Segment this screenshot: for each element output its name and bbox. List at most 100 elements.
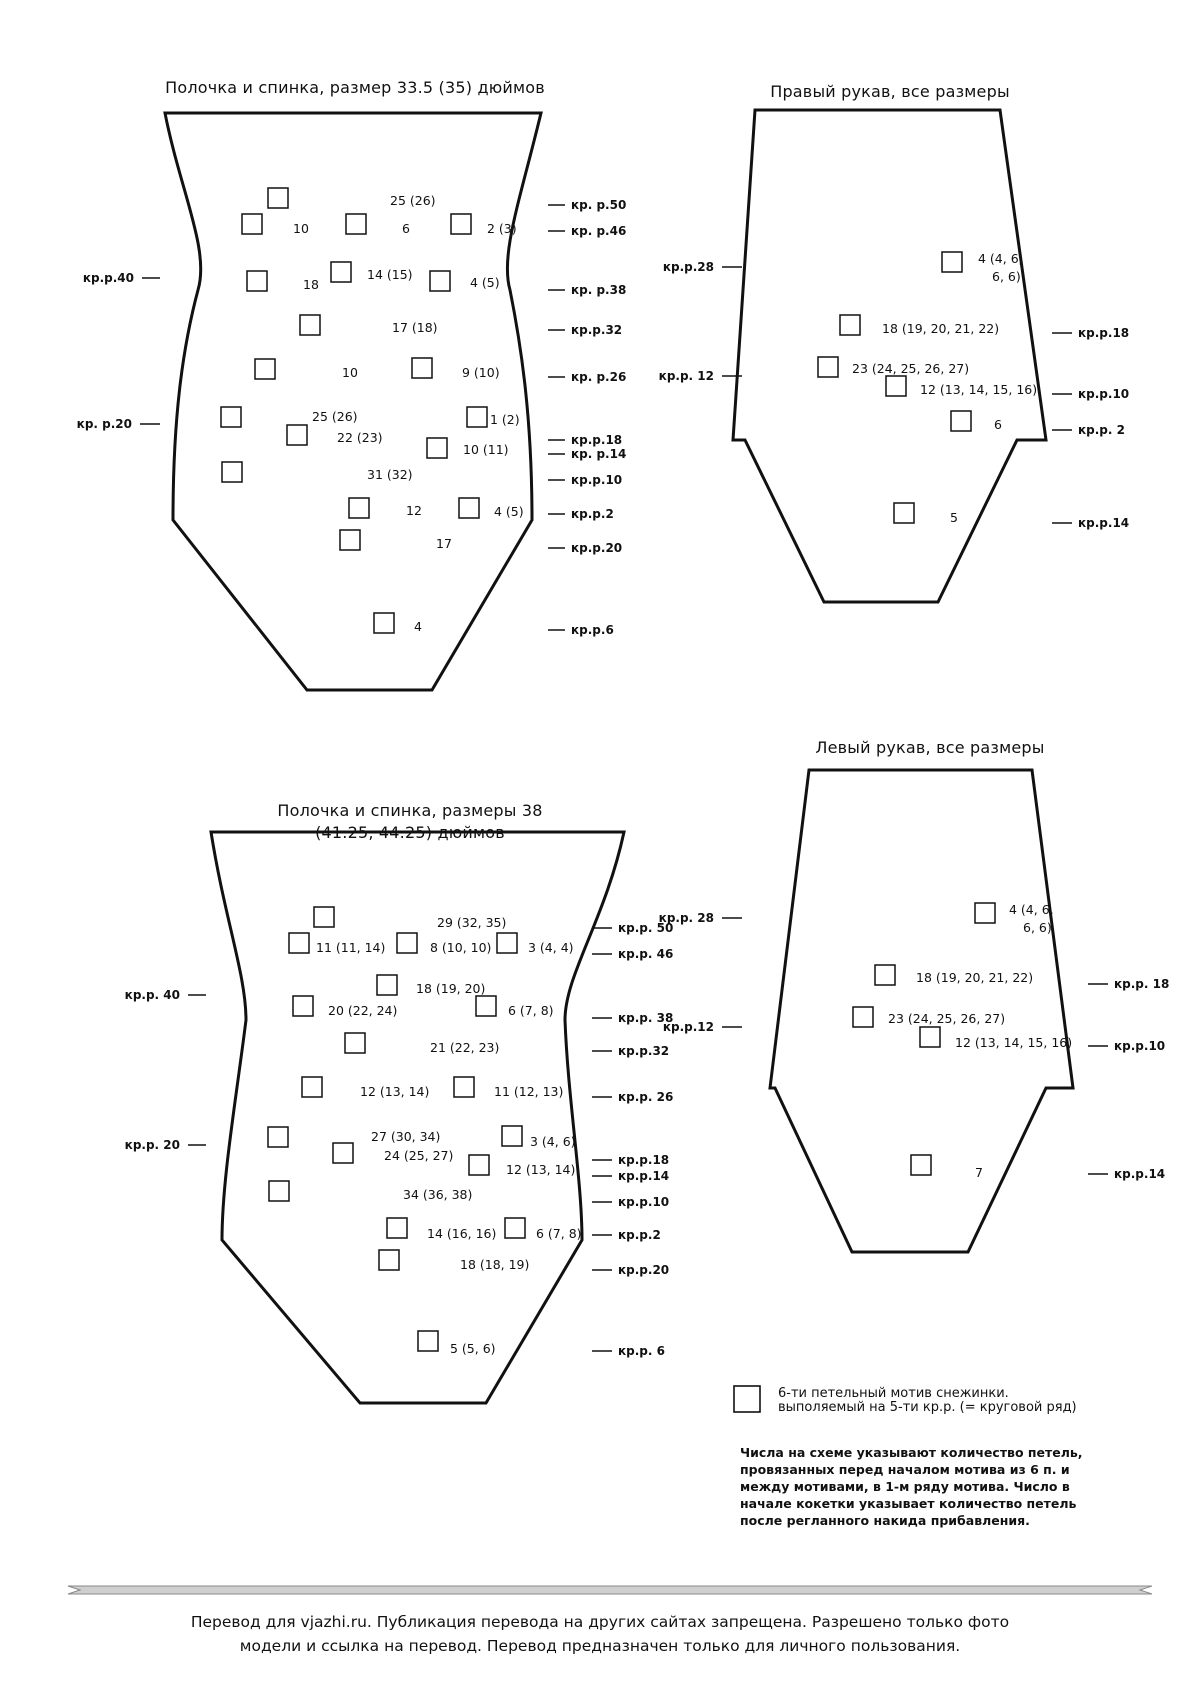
body-small-row-marker-label: кр. р.50	[571, 198, 626, 212]
body-large-motif-label: 34 (36, 38)	[403, 1187, 472, 1202]
body-small-motif-label: 18	[303, 277, 319, 292]
body-small-motif-square	[450, 213, 472, 235]
body-large-row-marker-label: кр.р. 46	[618, 947, 673, 961]
body-large-row-marker-label: кр.р. 50	[618, 921, 673, 935]
footer-text: Перевод для vjazhi.ru. Публикация перево…	[0, 1610, 1200, 1658]
body-large-motif-square	[301, 1076, 323, 1098]
body-small-motif-label: 10 (11)	[463, 442, 509, 457]
body-small-row-marker-label: кр.р.2	[571, 507, 614, 521]
body-small-motif-square	[330, 261, 352, 283]
sleeve-right-motif-label: 12 (13, 14, 15, 16)	[920, 382, 1037, 397]
body-small-motif-square	[345, 213, 367, 235]
body-small-motif-label: 14 (15)	[367, 267, 413, 282]
body-large-motif-square	[504, 1217, 526, 1239]
body-large-row-marker-label: кр.р.2	[618, 1228, 661, 1242]
sleeve-right-motif-square	[839, 314, 861, 336]
sleeve-left-motif-label: 7	[975, 1165, 983, 1180]
sleeve-left-outline	[768, 768, 1075, 1254]
body-small-motif-square	[348, 497, 370, 519]
body-large-outline	[209, 830, 626, 1405]
sleeve-left-motif-square	[910, 1154, 932, 1176]
sleeve-left-motif-label: 23 (24, 25, 26, 27)	[888, 1011, 1005, 1026]
body-large-motif-label: 20 (22, 24)	[328, 1003, 397, 1018]
body-large-motif-square	[501, 1125, 523, 1147]
body-small-motif-label: 17	[436, 536, 452, 551]
body-small-row-marker-label: кр.р.18	[571, 433, 622, 447]
body-small-row-marker-label: кр.р.20	[571, 541, 622, 555]
title-body-small: Полочка и спинка, размер 33.5 (35) дюймо…	[165, 78, 545, 97]
sleeve-right-row-marker-label: кр.р.10	[1078, 387, 1129, 401]
body-large-motif-square	[344, 1032, 366, 1054]
body-small-motif-square	[458, 497, 480, 519]
body-small-motif-square	[286, 424, 308, 446]
sleeve-right-row-marker-label: кр.р. 12	[659, 369, 714, 383]
body-large-motif-square	[313, 906, 335, 928]
sleeve-right-motif-label: 23 (24, 25, 26, 27)	[852, 361, 969, 376]
body-large-motif-square	[468, 1154, 490, 1176]
title-sleeve-right: Правый рукав, все размеры	[770, 82, 1010, 101]
sleeve-left-motif-square	[874, 964, 896, 986]
sleeve-right-row-marker-label: кр.р. 2	[1078, 423, 1125, 437]
body-large-motif-label: 11 (11, 14)	[316, 940, 385, 955]
body-small-motif-label: 25 (26)	[312, 409, 358, 424]
body-small-motif-square	[339, 529, 361, 551]
body-small-motif-square	[246, 270, 268, 292]
body-small-row-marker-label: кр. р.46	[571, 224, 626, 238]
body-small-outline	[163, 111, 543, 692]
body-large-motif-square	[267, 1126, 289, 1148]
sleeve-left-motif-label: 4 (4, 6,6, 6)	[1009, 902, 1054, 935]
body-small-row-marker-label: кр.р.32	[571, 323, 622, 337]
sleeve-right-motif-square	[885, 375, 907, 397]
body-small-motif-square	[220, 406, 242, 428]
body-large-row-marker-label: кр.р. 6	[618, 1344, 665, 1358]
body-large-motif-square	[378, 1249, 400, 1271]
body-large-row-marker-label: кр.р. 20	[125, 1138, 180, 1152]
body-large-row-marker-label: кр.р.10	[618, 1195, 669, 1209]
sleeve-left-row-marker-label: кр.р. 28	[659, 911, 714, 925]
sleeve-right-motif-label: 6	[994, 417, 1002, 432]
body-large-motif-square	[386, 1217, 408, 1239]
body-small-motif-square	[299, 314, 321, 336]
sleeve-right-motif-label: 5	[950, 510, 958, 525]
body-large-row-marker-label: кр.р. 40	[125, 988, 180, 1002]
body-large-motif-label: 3 (4, 6)	[530, 1134, 576, 1149]
body-large-motif-label: 29 (32, 35)	[437, 915, 506, 930]
sleeve-left-motif-square	[974, 902, 996, 924]
body-large-row-marker-label: кр.р. 26	[618, 1090, 673, 1104]
body-small-motif-square	[373, 612, 395, 634]
body-large-motif-label: 14 (16, 16)	[427, 1226, 496, 1241]
legend-line-2: выполяемый на 5-ти кр.р. (= круговой ряд…	[778, 1400, 1077, 1415]
sleeve-left-motif-square	[919, 1026, 941, 1048]
title-body-large: Полочка и спинка, размеры 38 (41.25, 44.…	[200, 778, 620, 844]
title-body-large-text: Полочка и спинка, размеры 38 (41.25, 44.…	[277, 801, 543, 842]
body-small-motif-square	[221, 461, 243, 483]
body-large-motif-label: 18 (19, 20)	[416, 981, 485, 996]
footer-divider	[67, 1585, 1153, 1595]
body-large-motif-square	[396, 932, 418, 954]
body-small-motif-label: 22 (23)	[337, 430, 383, 445]
body-small-row-marker-label: кр.р.6	[571, 623, 614, 637]
sleeve-left-row-marker-label: кр.р.14	[1114, 1167, 1165, 1181]
sleeve-right-row-marker-label: кр.р.18	[1078, 326, 1129, 340]
body-large-motif-label: 24 (25, 27)	[384, 1148, 453, 1163]
legend-motif-square	[733, 1385, 761, 1413]
sleeve-right-motif-square	[941, 251, 963, 273]
body-small-row-marker-label: кр. р.26	[571, 370, 626, 384]
body-large-motif-label: 5 (5, 6)	[450, 1341, 496, 1356]
body-large-motif-square	[292, 995, 314, 1017]
body-large-motif-square	[332, 1142, 354, 1164]
body-large-motif-label: 27 (30, 34)	[371, 1129, 440, 1144]
sleeve-right-motif-label: 18 (19, 20, 21, 22)	[882, 321, 999, 336]
body-small-motif-label: 31 (32)	[367, 467, 413, 482]
sleeve-right-outline	[731, 108, 1048, 604]
body-small-motif-label: 17 (18)	[392, 320, 438, 335]
body-small-motif-label: 9 (10)	[462, 365, 500, 380]
sleeve-right-motif-square	[893, 502, 915, 524]
body-large-motif-label: 21 (22, 23)	[430, 1040, 499, 1055]
body-small-motif-square	[241, 213, 263, 235]
body-large-motif-square	[453, 1076, 475, 1098]
body-large-motif-square	[475, 995, 497, 1017]
legend-line-1: 6-ти петельный мотив снежинки.	[778, 1386, 1009, 1401]
sleeve-left-row-marker-label: кр.р. 18	[1114, 977, 1169, 991]
body-small-motif-label: 10	[342, 365, 358, 380]
